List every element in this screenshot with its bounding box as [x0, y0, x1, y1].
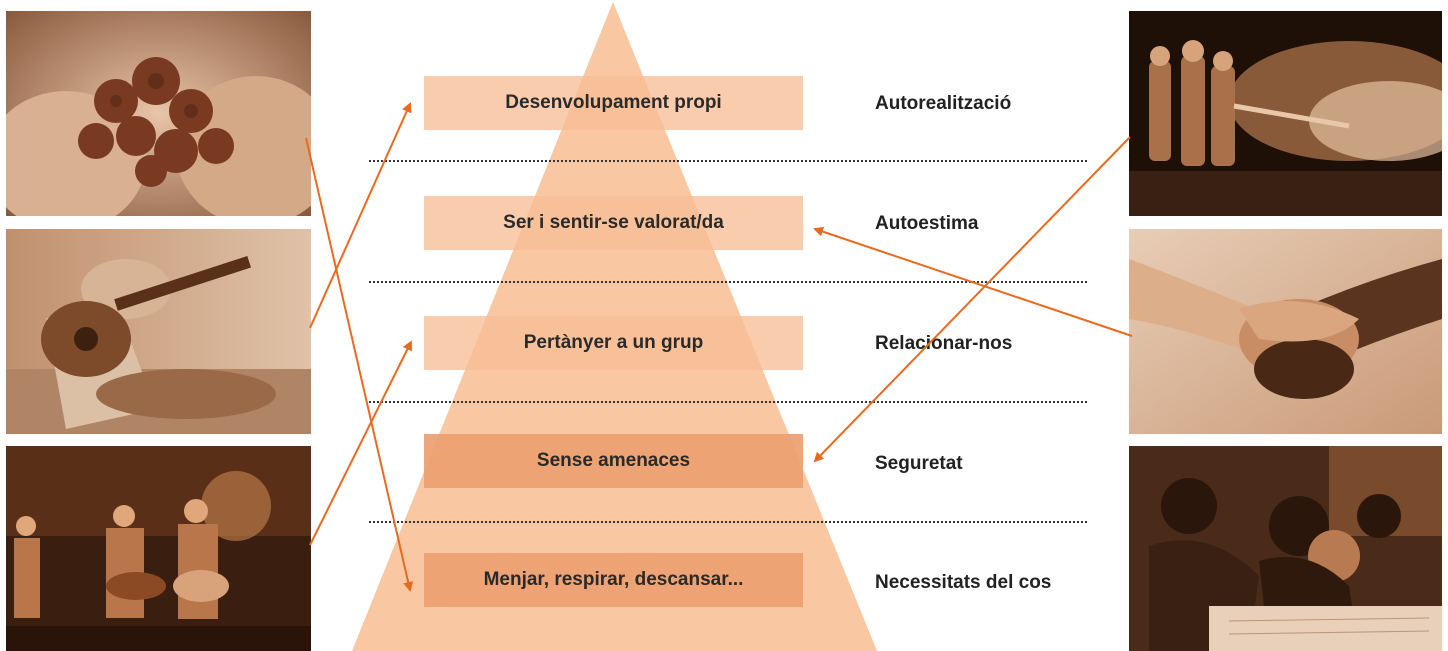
level-box-safety: Sense amenaces: [424, 434, 803, 488]
level-box-body: Menjar, respirar, descansar...: [424, 553, 803, 607]
arrow-strawberries-to-body: [305, 137, 414, 592]
level-box-belonging: Pertànyer a un grup: [424, 316, 803, 370]
need-label-body-needs: Necessitats del cos: [875, 572, 1052, 593]
level-divider: [369, 160, 1087, 162]
woman-playing-guitar-photo: [6, 229, 311, 434]
need-label-safety: Seguretat: [875, 453, 963, 474]
level-divider: [369, 401, 1087, 403]
firefighters-photo: [1129, 11, 1442, 216]
level-divider: [369, 281, 1087, 283]
children-studying-photo: [1129, 446, 1442, 651]
level-box-self-development: Desenvolupament propi: [424, 76, 803, 130]
arrow-guitar-to-self-development: [309, 102, 412, 329]
need-label-self-actualization: Autorealització: [875, 93, 1012, 114]
holding-hands-photo: [1129, 229, 1442, 434]
need-label-relationships: Relacionar-nos: [875, 333, 1013, 354]
level-box-valued: Ser i sentir-se valorat/da: [424, 196, 803, 250]
arrow-firefighters-to-safety: [813, 136, 1131, 463]
arrow-band-to-belonging: [309, 340, 412, 546]
arrow-hands-to-valued: [813, 226, 1133, 337]
level-divider: [369, 521, 1087, 523]
strawberries-in-hands-photo: [6, 11, 311, 216]
need-label-self-esteem: Autoestima: [875, 213, 979, 234]
band-on-stage-photo: [6, 446, 311, 651]
